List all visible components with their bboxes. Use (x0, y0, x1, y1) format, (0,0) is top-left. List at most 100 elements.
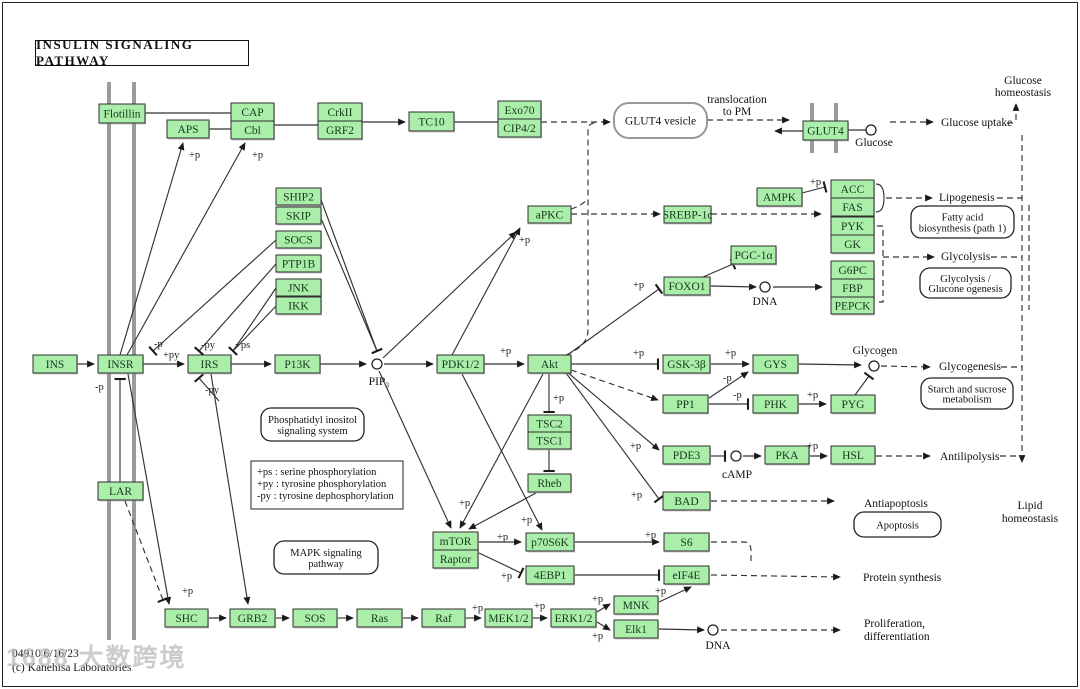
node-aps[interactable]: APS (166, 119, 210, 140)
node-pgc1a[interactable]: PGC-1α (730, 245, 777, 266)
glycolysis-gluconeogenesis-box: Glycolysis /Glucone ogenesis (919, 267, 1012, 299)
node-glut4[interactable]: GLUT4 (802, 120, 849, 142)
node-erk12[interactable]: ERK1/2 (550, 608, 597, 629)
node-elk1[interactable]: Elk1 (613, 619, 659, 640)
node-ikk[interactable]: IKK (275, 296, 322, 316)
node-akt[interactable]: Akt (527, 354, 572, 375)
node-jnk[interactable]: JNK (275, 278, 322, 298)
node-eif4e[interactable]: eIF4E (663, 565, 710, 586)
node-gys[interactable]: GYS (752, 354, 799, 375)
node-mnk[interactable]: MNK (613, 595, 659, 616)
node-socs[interactable]: SOCS (275, 230, 322, 250)
edge (854, 371, 875, 396)
node-bad[interactable]: BAD (662, 491, 711, 512)
node-apkc[interactable]: aPKC (527, 205, 572, 225)
node-pdk12[interactable]: PDK1/2 (436, 354, 485, 375)
edge (478, 552, 525, 579)
pathway-text-label: Protein synthesis (863, 572, 942, 584)
phospho-label: +p (189, 150, 200, 161)
node-shc[interactable]: SHC (164, 608, 209, 629)
node-cip42[interactable]: CIP4/2 (497, 118, 542, 139)
node-exo70[interactable]: Exo70 (497, 100, 542, 121)
edge (565, 370, 660, 451)
node-pyg[interactable]: PYG (830, 394, 876, 415)
edge (710, 573, 841, 581)
node-rheb[interactable]: Rheb (527, 473, 572, 494)
node-label-ptp1b: PTP1B (282, 259, 316, 271)
node-mek12[interactable]: MEK1/2 (484, 608, 533, 629)
node-ampk[interactable]: AMPK (756, 187, 803, 208)
edge (319, 196, 378, 352)
node-srebp1c[interactable]: SREBP-1c (663, 205, 713, 225)
pathway-text-label: Antiapoptosis (864, 498, 928, 510)
node-label-grb2: GRB2 (238, 613, 268, 625)
glut4-vesicle[interactable]: GLUT4 vesicle (613, 102, 708, 139)
node-p70s6k[interactable]: p70S6K (525, 532, 575, 553)
edge (877, 225, 884, 303)
node-flotillin[interactable]: Flotillin (98, 103, 146, 125)
node-gsk3b[interactable]: GSK-3β (662, 354, 711, 375)
node-cbl[interactable]: Cbl (230, 120, 275, 141)
node-raf[interactable]: Raf (421, 608, 466, 629)
node-pyk[interactable]: PYK (830, 216, 875, 237)
node-ras[interactable]: Ras (356, 608, 403, 629)
node-tsc1[interactable]: TSC1 (527, 431, 572, 451)
pathway-text-label: to PM (723, 106, 751, 118)
annotation-line: Fatty acid (942, 213, 984, 224)
node-pde3[interactable]: PDE3 (662, 445, 711, 466)
node-label-cip42: CIP4/2 (503, 123, 536, 135)
node-acc[interactable]: ACC (830, 179, 875, 200)
edge (468, 492, 537, 530)
node-phk[interactable]: PHK (752, 394, 799, 415)
phospho-label: +p (500, 346, 511, 357)
node-raptor[interactable]: Raptor (432, 549, 479, 570)
node-cap[interactable]: CAP (230, 102, 275, 123)
node-gk[interactable]: GK (830, 234, 875, 255)
node-fas[interactable]: FAS (830, 197, 875, 218)
node-p13k[interactable]: P13K (274, 354, 321, 375)
node-tc10[interactable]: TC10 (408, 111, 455, 133)
copyright-text: (c) Kanehisa Laboratories (12, 662, 132, 674)
phospho-label: -py (205, 385, 220, 396)
pathway-text-label: homeostasis (995, 87, 1052, 99)
edge (193, 373, 220, 402)
node-pka[interactable]: PKA (764, 445, 810, 466)
node-ptp1b[interactable]: PTP1B (275, 254, 322, 274)
node-s6[interactable]: S6 (663, 532, 710, 553)
node-fbp[interactable]: FBP (830, 278, 875, 299)
pathway-text-label: Glycogenesis (939, 361, 1001, 373)
node-grb2[interactable]: GRB2 (229, 608, 276, 629)
node-foxo1[interactable]: FOXO1 (663, 276, 711, 297)
node-label-apkc: aPKC (536, 210, 564, 222)
edge (570, 369, 659, 402)
pathway-text-label: DNA (706, 640, 732, 652)
node-insr[interactable]: INSR (97, 354, 144, 375)
node-label-glut4: GLUT4 (807, 126, 844, 138)
phospho-label: +p (553, 393, 564, 404)
node-ship2[interactable]: SHIP2 (275, 187, 322, 207)
pathway-text-label: homeostasis (1002, 513, 1059, 525)
node-label-tsc2: TSC2 (536, 419, 563, 431)
node-4ebp1[interactable]: 4EBP1 (525, 565, 575, 586)
node-mtor[interactable]: mTOR (432, 531, 479, 552)
node-irs[interactable]: IRS (187, 354, 232, 375)
pathway-text-label: Lipid (1018, 500, 1043, 512)
edge (232, 287, 277, 352)
node-sos[interactable]: SOS (292, 608, 338, 629)
node-hsl[interactable]: HSL (830, 445, 876, 466)
node-pp1[interactable]: PP1 (662, 394, 709, 415)
node-label-eif4e: eIF4E (672, 570, 700, 582)
node-crkii[interactable]: CrkII (317, 102, 363, 123)
node-skip[interactable]: SKIP (275, 206, 322, 226)
glycogen-node (868, 360, 880, 372)
node-ins[interactable]: INS (32, 354, 78, 375)
node-lar[interactable]: LAR (97, 481, 144, 502)
node-grf2[interactable]: GRF2 (317, 120, 363, 141)
pathway-text-label: differentiation (864, 631, 930, 643)
node-pepck[interactable]: PEPCK (830, 296, 875, 316)
node-g6pc[interactable]: G6PC (830, 260, 875, 281)
node-tsc2[interactable]: TSC2 (527, 414, 572, 434)
